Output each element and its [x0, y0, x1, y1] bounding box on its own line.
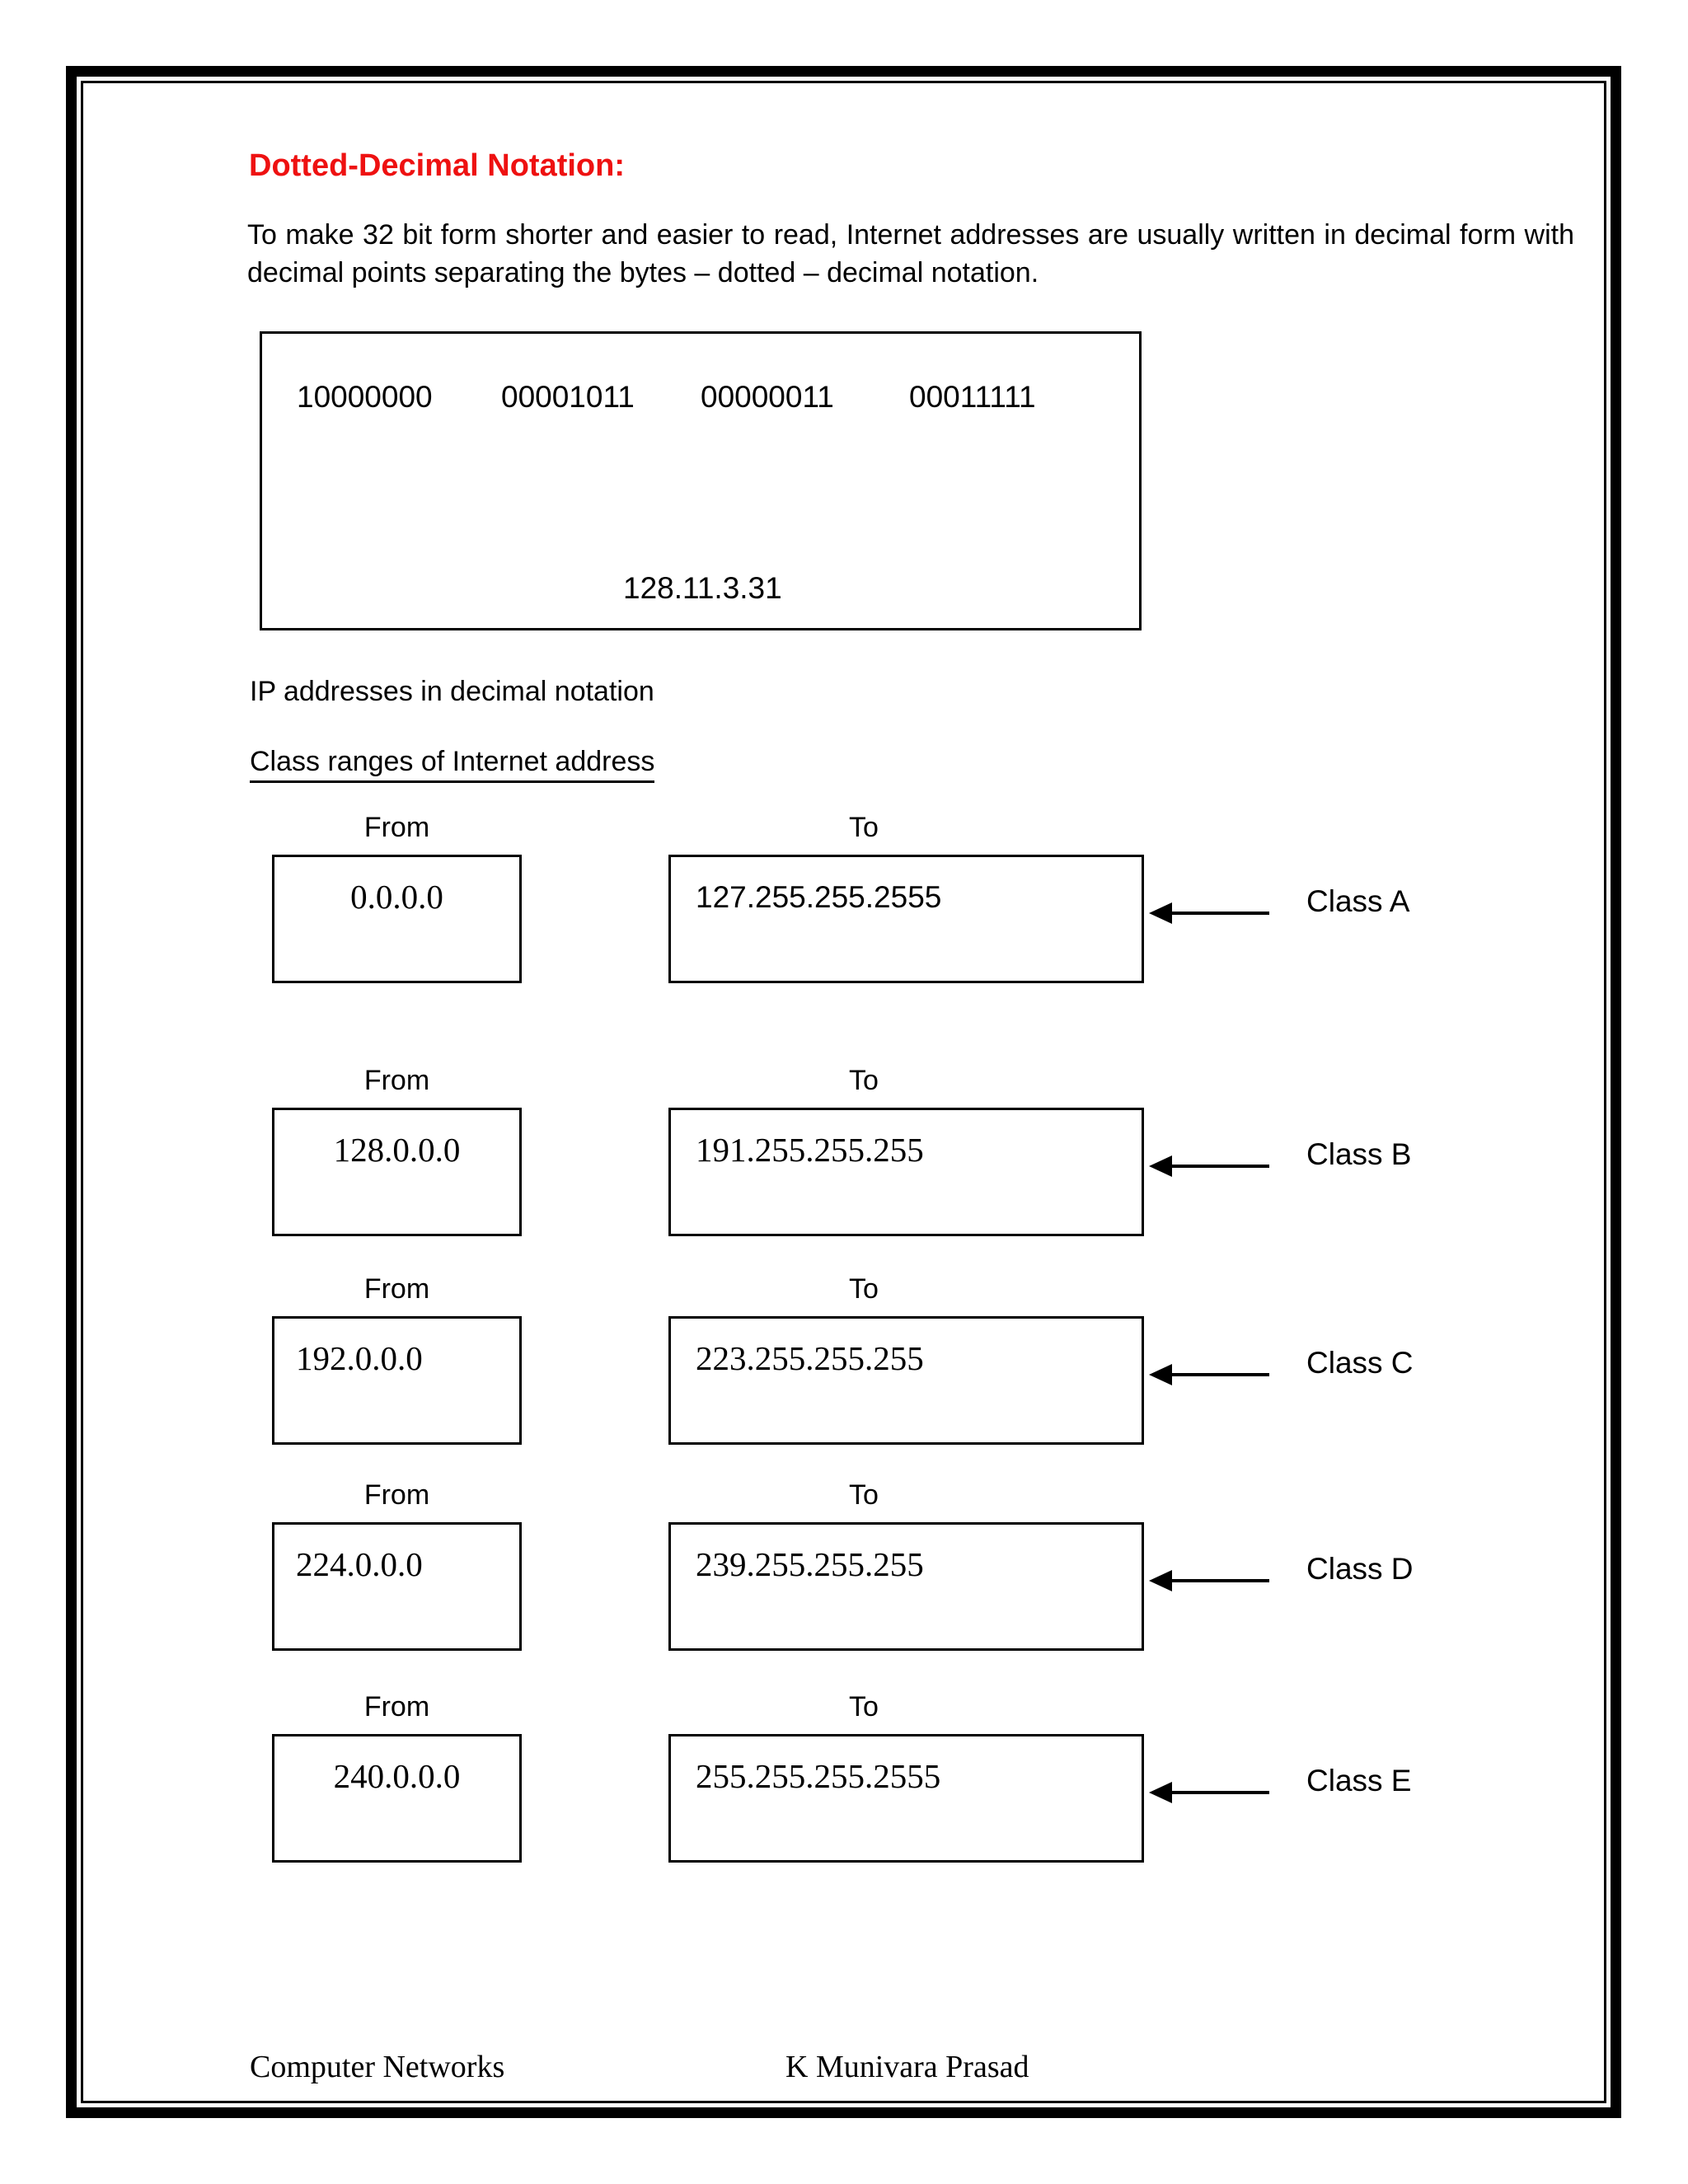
to-range-box: 239.255.255.255	[668, 1522, 1144, 1651]
to-value: 239.255.255.255	[696, 1545, 924, 1583]
to-value: 127.255.255.2555	[696, 880, 942, 914]
arrow-left-icon	[1149, 1155, 1269, 1177]
to-value: 191.255.255.255	[696, 1131, 924, 1169]
from-label: From	[363, 1273, 430, 1305]
class-label: Class C	[1306, 1346, 1414, 1380]
binary-octet: 00001011	[501, 380, 635, 414]
class-row-b: From To 128.0.0.0 191.255.255.255 Class …	[0, 1065, 1688, 1279]
class-row-a: From To 0.0.0.0 127.255.255.2555 Class A	[0, 812, 1688, 1026]
arrow-left-icon	[1149, 1570, 1269, 1591]
from-label: From	[363, 812, 430, 843]
page-border-outer	[66, 66, 1621, 2118]
from-range-box: 240.0.0.0	[272, 1734, 522, 1863]
footer-course-name: Computer Networks	[250, 2050, 505, 2084]
section-title: Class ranges of Internet address	[250, 746, 655, 783]
arrow-line	[1164, 912, 1269, 915]
to-label: To	[849, 1479, 879, 1511]
class-row-d: From To 224.0.0.0 239.255.255.255 Class …	[0, 1479, 1688, 1694]
from-value: 240.0.0.0	[333, 1757, 461, 1795]
arrow-line	[1164, 1165, 1269, 1168]
arrow-left-icon	[1149, 902, 1269, 924]
class-row-c: From To 192.0.0.0 223.255.255.255 Class …	[0, 1273, 1688, 1488]
arrow-line	[1164, 1579, 1269, 1582]
from-value: 128.0.0.0	[333, 1131, 461, 1169]
from-range-box: 192.0.0.0	[272, 1316, 522, 1445]
to-label: To	[849, 1273, 879, 1305]
footer-author-name: K Munivara Prasad	[785, 2050, 1029, 2084]
from-label: From	[363, 1691, 430, 1722]
arrow-left-icon	[1149, 1364, 1269, 1385]
class-label: Class A	[1306, 884, 1410, 918]
class-label: Class E	[1306, 1764, 1412, 1797]
binary-octet: 10000000	[297, 380, 433, 414]
dotted-decimal-value: 128.11.3.31	[623, 571, 782, 605]
to-range-box: 255.255.255.2555	[668, 1734, 1144, 1863]
from-value: 192.0.0.0	[296, 1339, 423, 1377]
page-border-inner	[81, 81, 1606, 2103]
from-label: From	[363, 1065, 430, 1096]
to-label: To	[849, 1691, 879, 1722]
class-label: Class D	[1306, 1552, 1414, 1586]
figure-caption: IP addresses in decimal notation	[250, 676, 654, 707]
from-value: 0.0.0.0	[350, 878, 443, 916]
from-range-box: 128.0.0.0	[272, 1108, 522, 1236]
from-label: From	[363, 1479, 430, 1511]
page-title: Dotted-Decimal Notation:	[249, 148, 625, 183]
to-value: 255.255.255.2555	[696, 1757, 941, 1795]
binary-octet: 00011111	[909, 380, 1036, 414]
from-range-box: 0.0.0.0	[272, 855, 522, 983]
to-label: To	[849, 1065, 879, 1096]
binary-octet: 00000011	[701, 380, 834, 414]
binary-address-figure: 10000000 00001011 00000011 00011111 128.…	[260, 331, 1142, 630]
intro-paragraph: To make 32 bit form shorter and easier t…	[247, 219, 1574, 288]
arrow-line	[1164, 1373, 1269, 1376]
class-label: Class B	[1306, 1137, 1412, 1171]
to-range-box: 191.255.255.255	[668, 1108, 1144, 1236]
to-value: 223.255.255.255	[696, 1339, 924, 1377]
from-value: 224.0.0.0	[296, 1545, 423, 1583]
from-range-box: 224.0.0.0	[272, 1522, 522, 1651]
class-row-e: From To 240.0.0.0 255.255.255.2555 Class…	[0, 1691, 1688, 1905]
arrow-line	[1164, 1791, 1269, 1794]
arrow-left-icon	[1149, 1782, 1269, 1803]
to-label: To	[849, 812, 879, 843]
to-range-box: 127.255.255.2555	[668, 855, 1144, 983]
to-range-box: 223.255.255.255	[668, 1316, 1144, 1445]
